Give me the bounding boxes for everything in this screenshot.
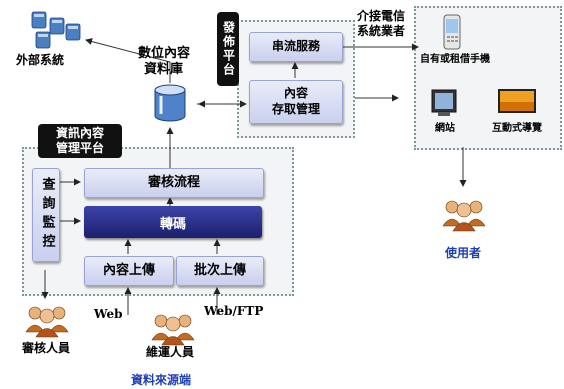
repository-label-line1: 數位內容	[138, 46, 191, 61]
device-frame	[414, 6, 562, 150]
content-access-label-line2: 存取管理	[271, 102, 320, 116]
user-group-icon	[442, 200, 486, 232]
review-flow-label: 審核流程	[147, 174, 200, 190]
maintainer-group-icon	[151, 314, 195, 346]
maintainer-label: 維運人員	[146, 345, 195, 359]
query-monitor-button[interactable]: 查詢監控	[32, 168, 60, 262]
web-ftp-label: Web/FTP	[204, 304, 264, 318]
external-system-label: 外部系統	[16, 53, 65, 67]
carrier-label-line1: 介接電信	[357, 9, 406, 23]
transcode-button[interactable]: 轉碼	[84, 206, 262, 238]
content-access-button[interactable]: 內容存取管理	[249, 80, 343, 124]
website-kiosk-icon	[431, 89, 457, 116]
publish-platform-label: 發佈平台	[217, 12, 239, 86]
streaming-service-button[interactable]: 串流服務	[249, 32, 343, 62]
content-access-label-line1: 內容	[283, 86, 308, 101]
reviewer-label: 審核人員	[22, 341, 71, 355]
interactive-label: 互動式導覽	[492, 123, 542, 134]
batch-upload-button[interactable]: 批次上傳	[176, 256, 264, 286]
content-upload-button[interactable]: 內容上傳	[84, 256, 174, 286]
phone-label: 自有或租借手機	[420, 54, 490, 65]
review-flow-button[interactable]: 審核流程	[84, 168, 264, 198]
end-user-label: 使用者	[445, 246, 482, 260]
batch-upload-label: 批次上傳	[193, 262, 246, 278]
mgmt-platform-label: 資訊內容 管理平台	[38, 124, 122, 158]
repository-label-line2: 資料庫	[144, 62, 184, 77]
data-source-label: 資料來源端	[131, 373, 192, 387]
carrier-label-line2: 系統業者	[357, 24, 406, 38]
transcode-label: 轉碼	[159, 216, 186, 232]
content-upload-label: 內容上傳	[102, 262, 155, 278]
database-icon	[154, 84, 186, 122]
server-cluster-icon	[31, 11, 81, 49]
query-monitor-label: 查詢監控	[39, 177, 55, 253]
reviewer-group-icon	[25, 306, 69, 338]
web-label: 網站	[435, 123, 455, 134]
web-left-label: Web	[94, 307, 123, 321]
mgmt-platform-label-line2: 管理平台	[55, 141, 104, 155]
interactive-display-icon	[498, 89, 536, 113]
mobile-phone-icon	[443, 14, 461, 50]
arrow-to-external-system	[85, 38, 171, 83]
mgmt-platform-label-line1: 資訊內容	[55, 126, 104, 140]
streaming-service-label: 串流服務	[271, 39, 320, 54]
